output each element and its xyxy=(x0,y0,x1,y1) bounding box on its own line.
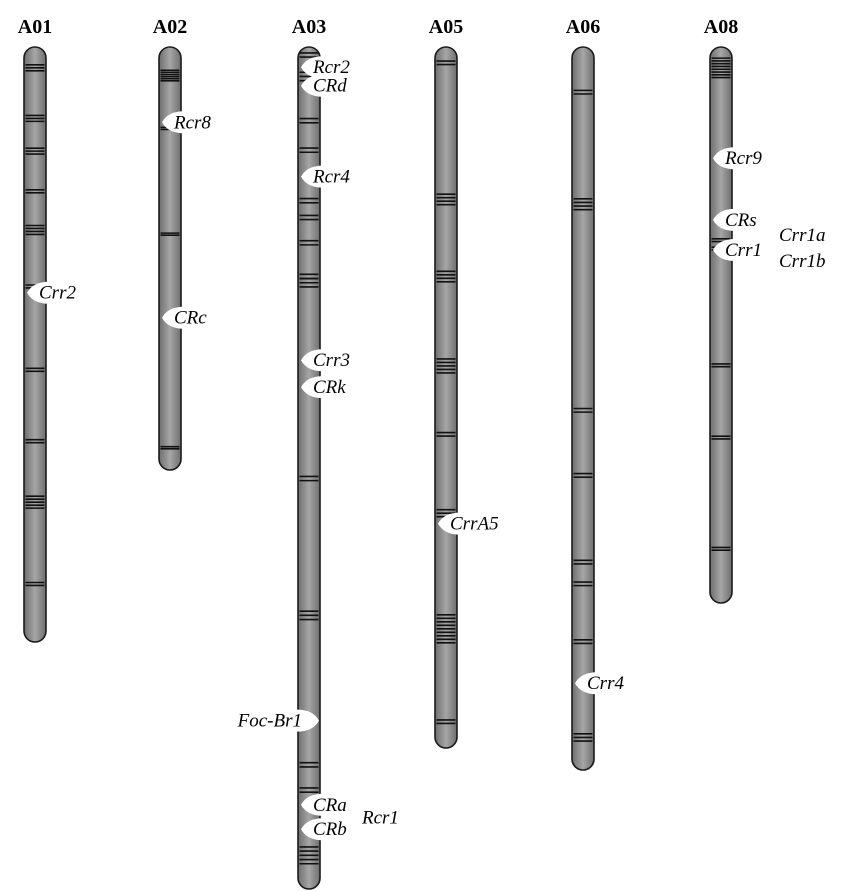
gene-marker-foc-br1: Foc-Br1 xyxy=(223,709,319,732)
gene-marker-shape xyxy=(301,793,359,816)
gene-marker-shape xyxy=(301,349,359,372)
chromosome-a01-label: A01 xyxy=(18,16,52,38)
gene-marker-shape xyxy=(162,306,220,329)
gene-marker-crk: CRk xyxy=(301,376,359,399)
gene-marker-shape xyxy=(713,147,771,170)
gene-marker-shape xyxy=(301,376,359,399)
chromosome-a05-body xyxy=(434,46,458,749)
chromosome-a02-body xyxy=(158,46,182,471)
chromosome-a02-label: A02 xyxy=(153,16,187,38)
gene-label-crb: CRb xyxy=(313,819,347,840)
gene-label-crr3: Crr3 xyxy=(313,350,350,371)
gene-label-crk: CRk xyxy=(313,377,346,398)
gene-label-rcr9: Rcr9 xyxy=(724,148,762,169)
gene-label-crr2: Crr2 xyxy=(39,283,76,304)
gene-marker-crr2: Crr2 xyxy=(27,281,85,304)
chromosome-a01-body xyxy=(23,46,47,643)
chromosome-a06: Crr4 A06 xyxy=(566,16,633,771)
gene-label-rcr4: Rcr4 xyxy=(312,167,350,188)
gene-marker-shape xyxy=(438,512,496,535)
chromosome-a03-body xyxy=(297,46,321,890)
gene-group-label-rcr1: Rcr1 xyxy=(361,807,399,828)
gene-label-rcr8: Rcr8 xyxy=(173,112,211,133)
gene-marker-crr1: Crr1 xyxy=(713,238,771,261)
gene-marker-crr4: Crr4 xyxy=(575,672,633,695)
gene-label-foc-br1: Foc-Br1 xyxy=(237,711,302,732)
gene-marker-shape xyxy=(713,208,771,231)
gene-side-label-crr1a: Crr1a xyxy=(779,225,825,246)
gene-label-crd: CRd xyxy=(313,76,347,97)
gene-label-rcr2: Rcr2 xyxy=(312,57,350,78)
gene-marker-shape xyxy=(301,56,359,79)
gene-label-crr4: Crr4 xyxy=(587,673,624,694)
gene-marker-shape xyxy=(301,74,359,97)
gene-label-cra: CRa xyxy=(313,795,347,816)
gene-marker-crb: CRb xyxy=(301,818,359,841)
gene-marker-shape xyxy=(27,281,85,304)
gene-side-label-crr1b: Crr1b xyxy=(779,251,825,272)
gene-marker-rcr2: Rcr2 xyxy=(301,56,359,79)
chromosome-a08-label: A08 xyxy=(704,16,738,38)
chromosome-a06-label: A06 xyxy=(566,16,600,38)
gene-label-crra5: CrrA5 xyxy=(450,514,499,535)
gene-marker-shape xyxy=(162,111,220,134)
gene-label-crs: CRs xyxy=(725,210,757,231)
gene-marker-crd: CRd xyxy=(301,74,359,97)
gene-marker-rcr8: Rcr8 xyxy=(162,111,220,134)
gene-marker-rcr9: Rcr9 xyxy=(713,147,771,170)
gene-marker-shape xyxy=(301,165,359,188)
gene-marker-crr3: Crr3 xyxy=(301,349,359,372)
gene-marker-crc: CRc xyxy=(162,306,220,329)
gene-label-crr1: Crr1 xyxy=(725,240,762,261)
gene-marker-shape xyxy=(713,238,771,261)
chromosome-a05: CrrA5 A05 xyxy=(429,16,499,749)
gene-marker-crra5: CrrA5 xyxy=(438,512,499,535)
gene-marker-shape xyxy=(575,672,633,695)
gene-marker-shape xyxy=(223,709,319,732)
gene-label-crc: CRc xyxy=(174,308,207,329)
gene-marker-crs: CRs xyxy=(713,208,771,231)
gene-marker-cra: CRa xyxy=(301,793,359,816)
chromosome-a03-label: A03 xyxy=(292,16,326,38)
chromosome-a08-body xyxy=(709,46,733,604)
chromosome-a01: Crr2 A01 xyxy=(18,16,85,643)
gene-marker-rcr4: Rcr4 xyxy=(301,165,359,188)
chromosome-a05-label: A05 xyxy=(429,16,463,38)
gene-marker-shape xyxy=(301,818,359,841)
